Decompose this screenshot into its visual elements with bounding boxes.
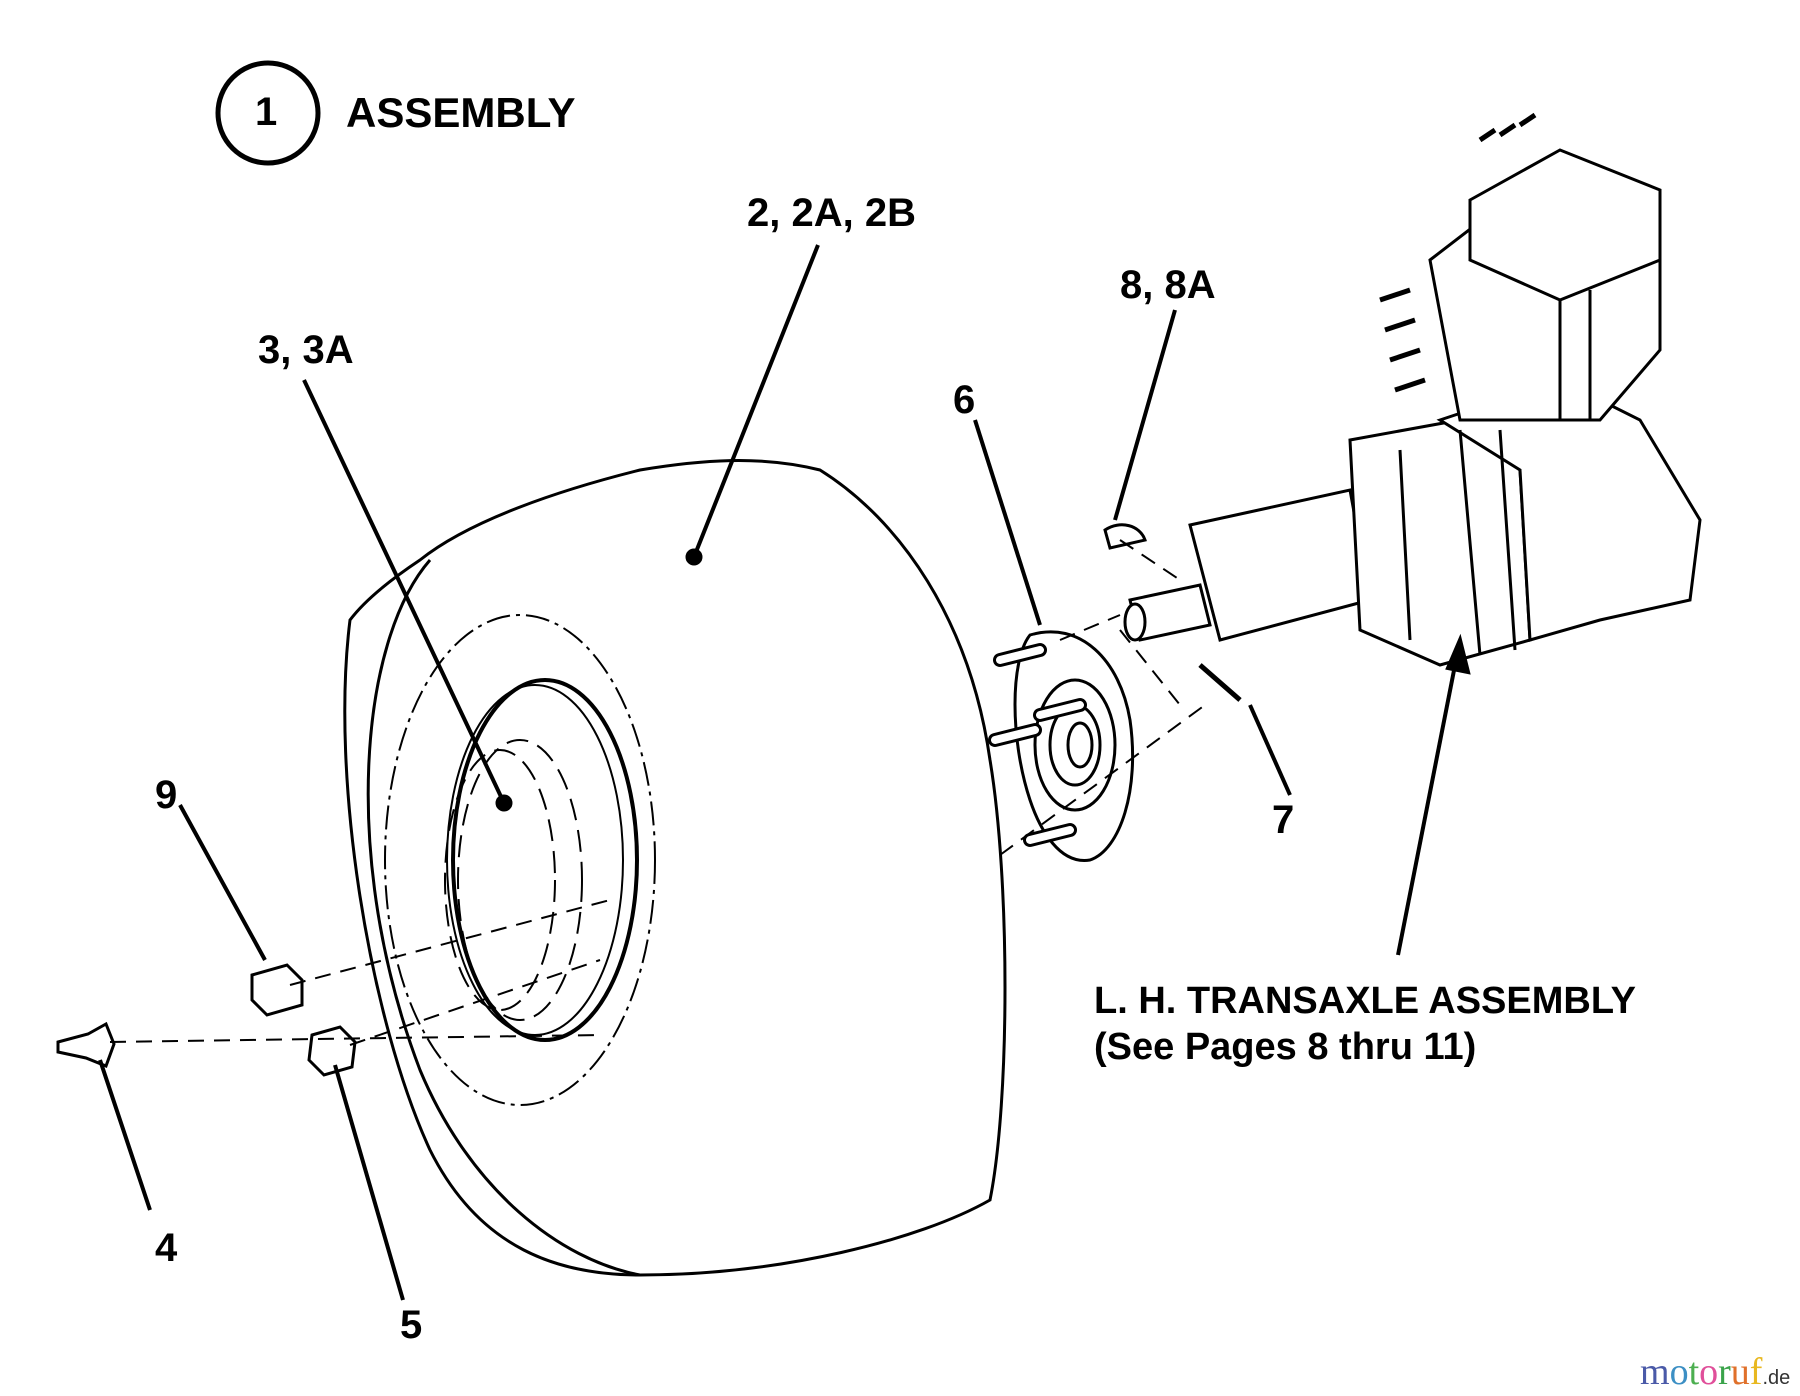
watermark-letter: f xyxy=(1749,1351,1763,1393)
woodruff-key xyxy=(1103,523,1147,550)
item-number-circle xyxy=(215,60,321,166)
castle-nut xyxy=(250,963,304,1017)
callout-3: 3, 3A xyxy=(258,328,354,372)
watermark-letter: o xyxy=(1699,1351,1719,1393)
transaxle-note-reference: (See Pages 8 thru 11) xyxy=(1094,1026,1477,1069)
transaxle-drawing xyxy=(1123,112,1702,667)
valve-stem xyxy=(56,1021,116,1068)
callout-2: 2, 2A, 2B xyxy=(747,191,916,235)
watermark-letter: m xyxy=(1640,1351,1670,1393)
item-number: 1 xyxy=(255,90,278,134)
callout-4: 4 xyxy=(155,1226,178,1270)
hub-drawing xyxy=(988,630,1135,862)
callout-7: 7 xyxy=(1272,798,1295,842)
watermark-suffix: .de xyxy=(1762,1367,1791,1389)
callout-5: 5 xyxy=(400,1303,423,1347)
watermark-logo: motoruf.de xyxy=(1640,1350,1790,1394)
callout-9: 9 xyxy=(155,773,178,817)
watermark-letter: r xyxy=(1718,1351,1731,1393)
transaxle-note-title: L. H. TRANSAXLE ASSEMBLY xyxy=(1094,980,1636,1022)
transaxle-note: L. H. TRANSAXLE ASSEMBLY (See Pages 8 th… xyxy=(1094,978,1636,1071)
tire-drawing xyxy=(343,459,1007,1277)
cotter-pin xyxy=(1198,663,1242,702)
leader-lines xyxy=(98,244,1471,1301)
lug-nut xyxy=(307,1025,357,1077)
watermark-letter: o xyxy=(1669,1351,1689,1393)
page-title: ASSEMBLY xyxy=(346,89,576,136)
watermark-letter: u xyxy=(1730,1351,1750,1393)
callout-8: 8, 8A xyxy=(1120,263,1216,307)
callout-6: 6 xyxy=(953,378,976,422)
watermark-letter: t xyxy=(1688,1351,1700,1393)
assembly-dashed-lines xyxy=(109,539,1206,1046)
